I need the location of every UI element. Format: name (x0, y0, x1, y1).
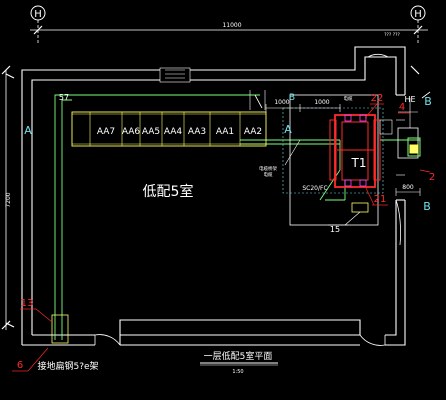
grid-axis-right-label: H (414, 9, 422, 20)
room-name: 低配5室 (143, 183, 194, 200)
section-marks: A A B B B (24, 91, 432, 213)
equipment-box-15 (351, 202, 369, 213)
callout-22: 22 (371, 93, 384, 104)
dim-800-group (395, 188, 421, 196)
section-mark-a-right: A (284, 123, 292, 136)
drawing-title-block: 一层低配5室平面 1:50 (200, 350, 278, 375)
top-right-note: ??? ??? (384, 32, 400, 38)
panel-label: AA2 (244, 127, 262, 137)
height-dimension-text: 7200 (5, 192, 12, 207)
panel-label: AA5 (142, 127, 160, 137)
small-label-57: 57 (59, 93, 69, 102)
dim-1000-left-text: 1000 (274, 99, 289, 106)
callout-4: 4 (399, 102, 405, 113)
overall-dimension-text: 11000 (222, 22, 241, 29)
leader-line (284, 139, 301, 166)
bottom-left-label: 接地扁钢5?e架 (37, 360, 98, 372)
callout-15: 15 (330, 225, 340, 234)
break-marks (5, 65, 420, 328)
panel-label: AA1 (216, 127, 234, 137)
section-mark-b-right: B (424, 95, 432, 108)
callout-21: 21 (374, 194, 387, 205)
transformer-label: T1 (351, 156, 367, 170)
grid-axis-left-label: H (34, 9, 42, 20)
callout-2: 2 (429, 172, 435, 183)
dim-800-text: 800 (402, 184, 414, 191)
panel-label: AA7 (97, 127, 115, 137)
grid-axis-right: H (410, 5, 426, 45)
dim-1000-right-text: 1000 (314, 99, 329, 106)
panel-label: AA3 (188, 127, 206, 137)
top-dimension: 11000 (30, 22, 428, 35)
switchgear-row: AA7 AA6 AA5 AA4 AA3 AA1 AA2 (71, 111, 267, 147)
dim-1000-group (265, 104, 341, 112)
section-mark-a-left: A (24, 124, 32, 137)
panel-label: AA4 (164, 127, 183, 137)
room-walls (21, 46, 406, 346)
left-dimension: 7200 (1, 65, 12, 330)
door-swings (94, 53, 401, 346)
drawing-title: 一层低配5室平面 (204, 350, 273, 362)
cable-label: SC20/FC (302, 185, 327, 192)
callouts: 22 4 2 21 15 13 6 (12, 93, 435, 372)
small-note: 电缆桥架 (259, 165, 277, 172)
section-mark-b-top: B (289, 93, 295, 103)
grid-axis-left: H (30, 5, 46, 45)
transformer-t1: T1 (329, 114, 381, 188)
section-mark-b-bottom: B (423, 200, 431, 213)
callout-6: 6 (17, 360, 23, 371)
callout-13: 13 (21, 298, 34, 309)
small-note: 电缆 (344, 95, 353, 102)
he-label: HE (404, 95, 415, 104)
equipment-box-13 (51, 314, 69, 344)
panel-label: AA6 (122, 127, 141, 137)
drawing-scale: 1:50 (232, 369, 243, 375)
small-note: 电缆 (264, 171, 273, 178)
